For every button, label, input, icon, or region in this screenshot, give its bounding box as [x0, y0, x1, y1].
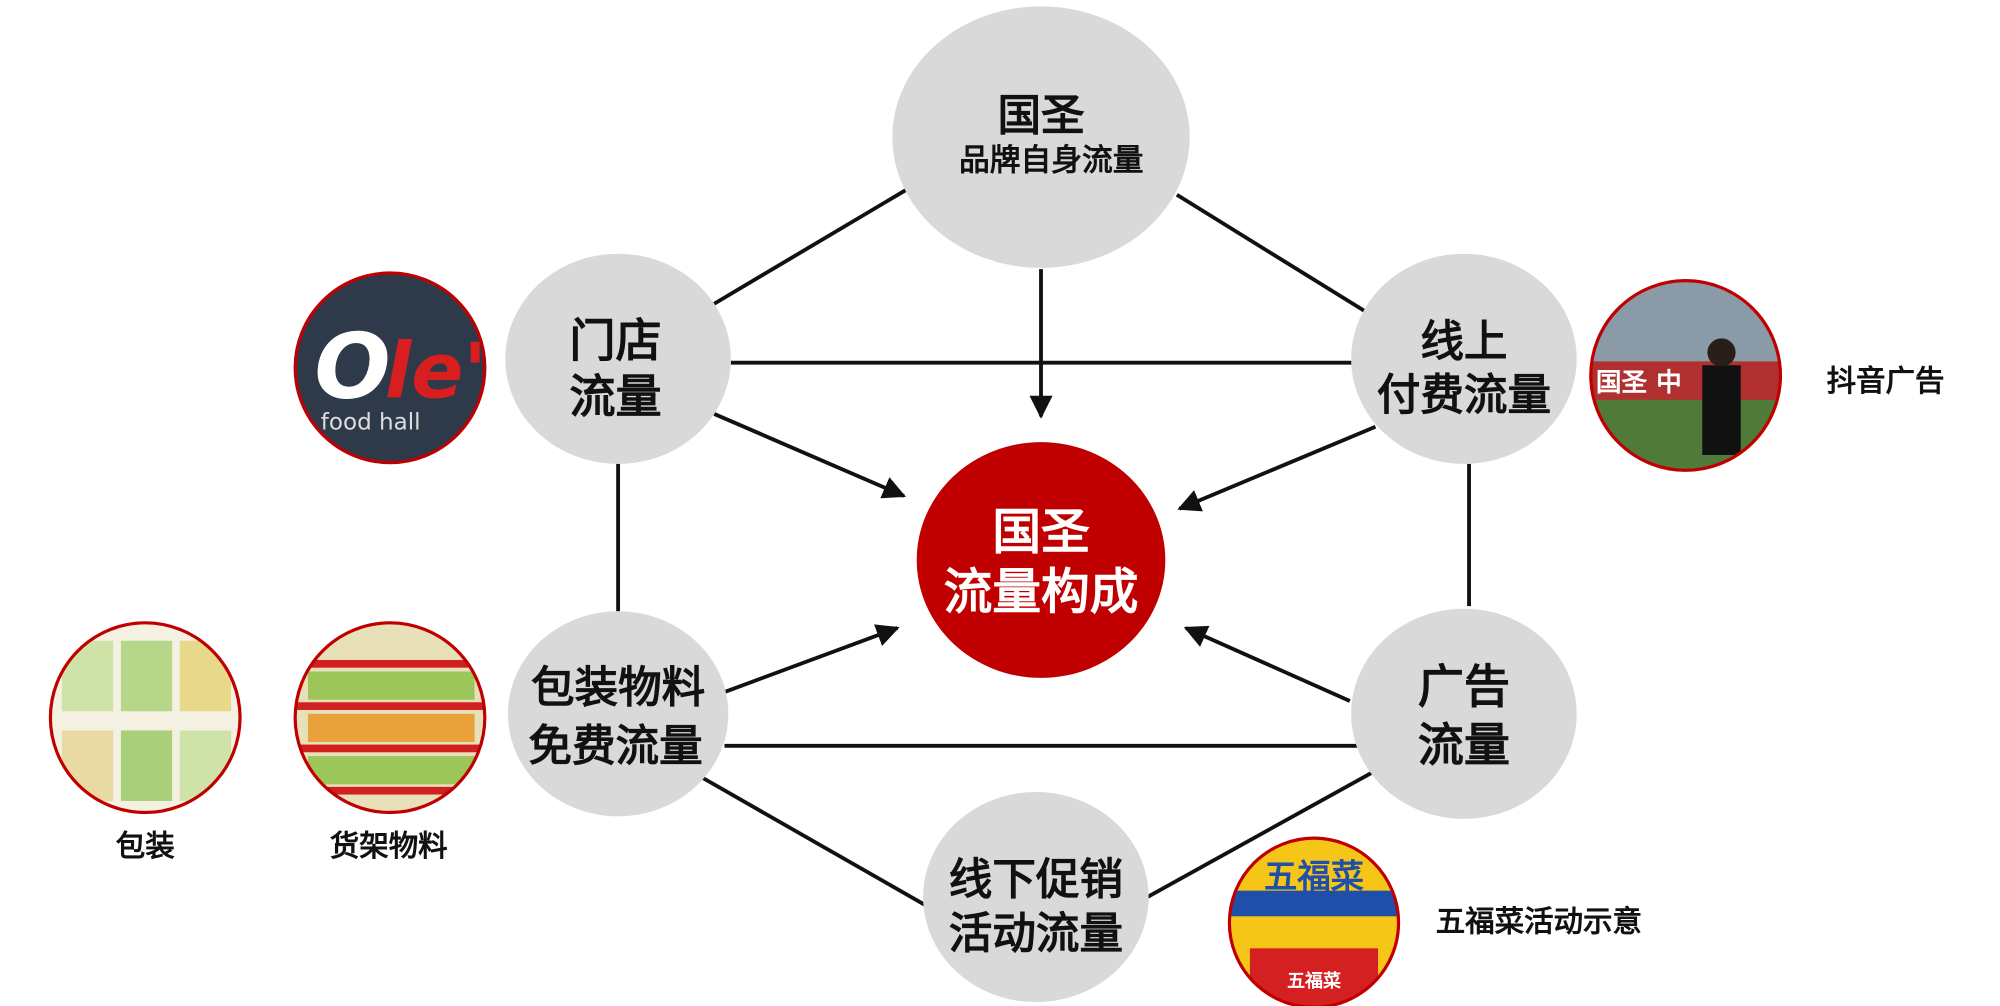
node-packaging-line2: 免费流量: [528, 722, 702, 772]
node-packaging: 包装物料 免费流量: [507, 611, 729, 817]
center-subtitle: 流量构成: [944, 565, 1139, 621]
caption-wufucai: 五福菜活动示意: [1436, 905, 1642, 939]
node-ads-line1: 广告: [1418, 659, 1510, 713]
node-offline: 线下促销 活动流量: [923, 791, 1149, 1003]
node-online: 线上 付费流量: [1351, 253, 1577, 464]
arrow-store-center: [713, 412, 907, 499]
node-brand-subtitle: 品牌自身流量: [959, 142, 1144, 178]
edge-packaging-offline: [701, 776, 928, 908]
node-brand: 国圣 品牌自身流量: [892, 6, 1190, 268]
svg-text:food hall: food hall: [321, 409, 421, 435]
node-store-line2: 流量: [569, 370, 661, 424]
svg-text:五福菜: 五福菜: [1287, 970, 1341, 992]
caption-douyin: 抖音广告: [1827, 364, 1945, 398]
svg-text:le': le': [385, 327, 487, 416]
arrow-ads-center: [1183, 625, 1351, 703]
node-store-line1: 门店: [569, 313, 661, 367]
arrow-online-center: [1177, 424, 1377, 512]
caption-shelf: 货架物料: [330, 829, 448, 863]
node-packaging-line1: 包装物料: [531, 663, 705, 713]
edge-ads-offline: [1146, 771, 1373, 899]
center-title: 国圣: [992, 504, 1090, 560]
svg-text:五福菜: 五福菜: [1264, 857, 1365, 896]
edge-brand-online: [1175, 193, 1367, 314]
caption-package: 包装: [116, 829, 175, 863]
svg-text:国圣 中: 国圣 中: [1596, 368, 1682, 398]
edges: [616, 188, 1471, 908]
node-offline-line2: 活动流量: [949, 909, 1123, 959]
node-online-line2: 付费流量: [1377, 371, 1551, 421]
photo-wufucai: 五福菜 五福菜: [1227, 836, 1401, 1006]
node-online-line1: 线上: [1420, 317, 1507, 367]
node-brand-title: 国圣: [997, 92, 1085, 142]
center-node: 国圣 流量构成: [916, 442, 1166, 678]
photo-douyin-ad: 国圣 中: [1589, 279, 1783, 472]
svg-text:O: O: [314, 315, 390, 419]
node-ads-line2: 流量: [1418, 718, 1510, 772]
arrow-packaging-center: [723, 624, 900, 694]
node-ads: 广告 流量: [1351, 608, 1577, 819]
photo-ole-store: O le' food hall: [293, 271, 487, 465]
edge-brand-store: [713, 188, 908, 306]
photo-packaging: [48, 621, 242, 815]
node-store: 门店 流量: [505, 253, 731, 464]
node-offline-line1: 线下促销: [949, 856, 1123, 906]
photo-shelf: [293, 621, 487, 815]
